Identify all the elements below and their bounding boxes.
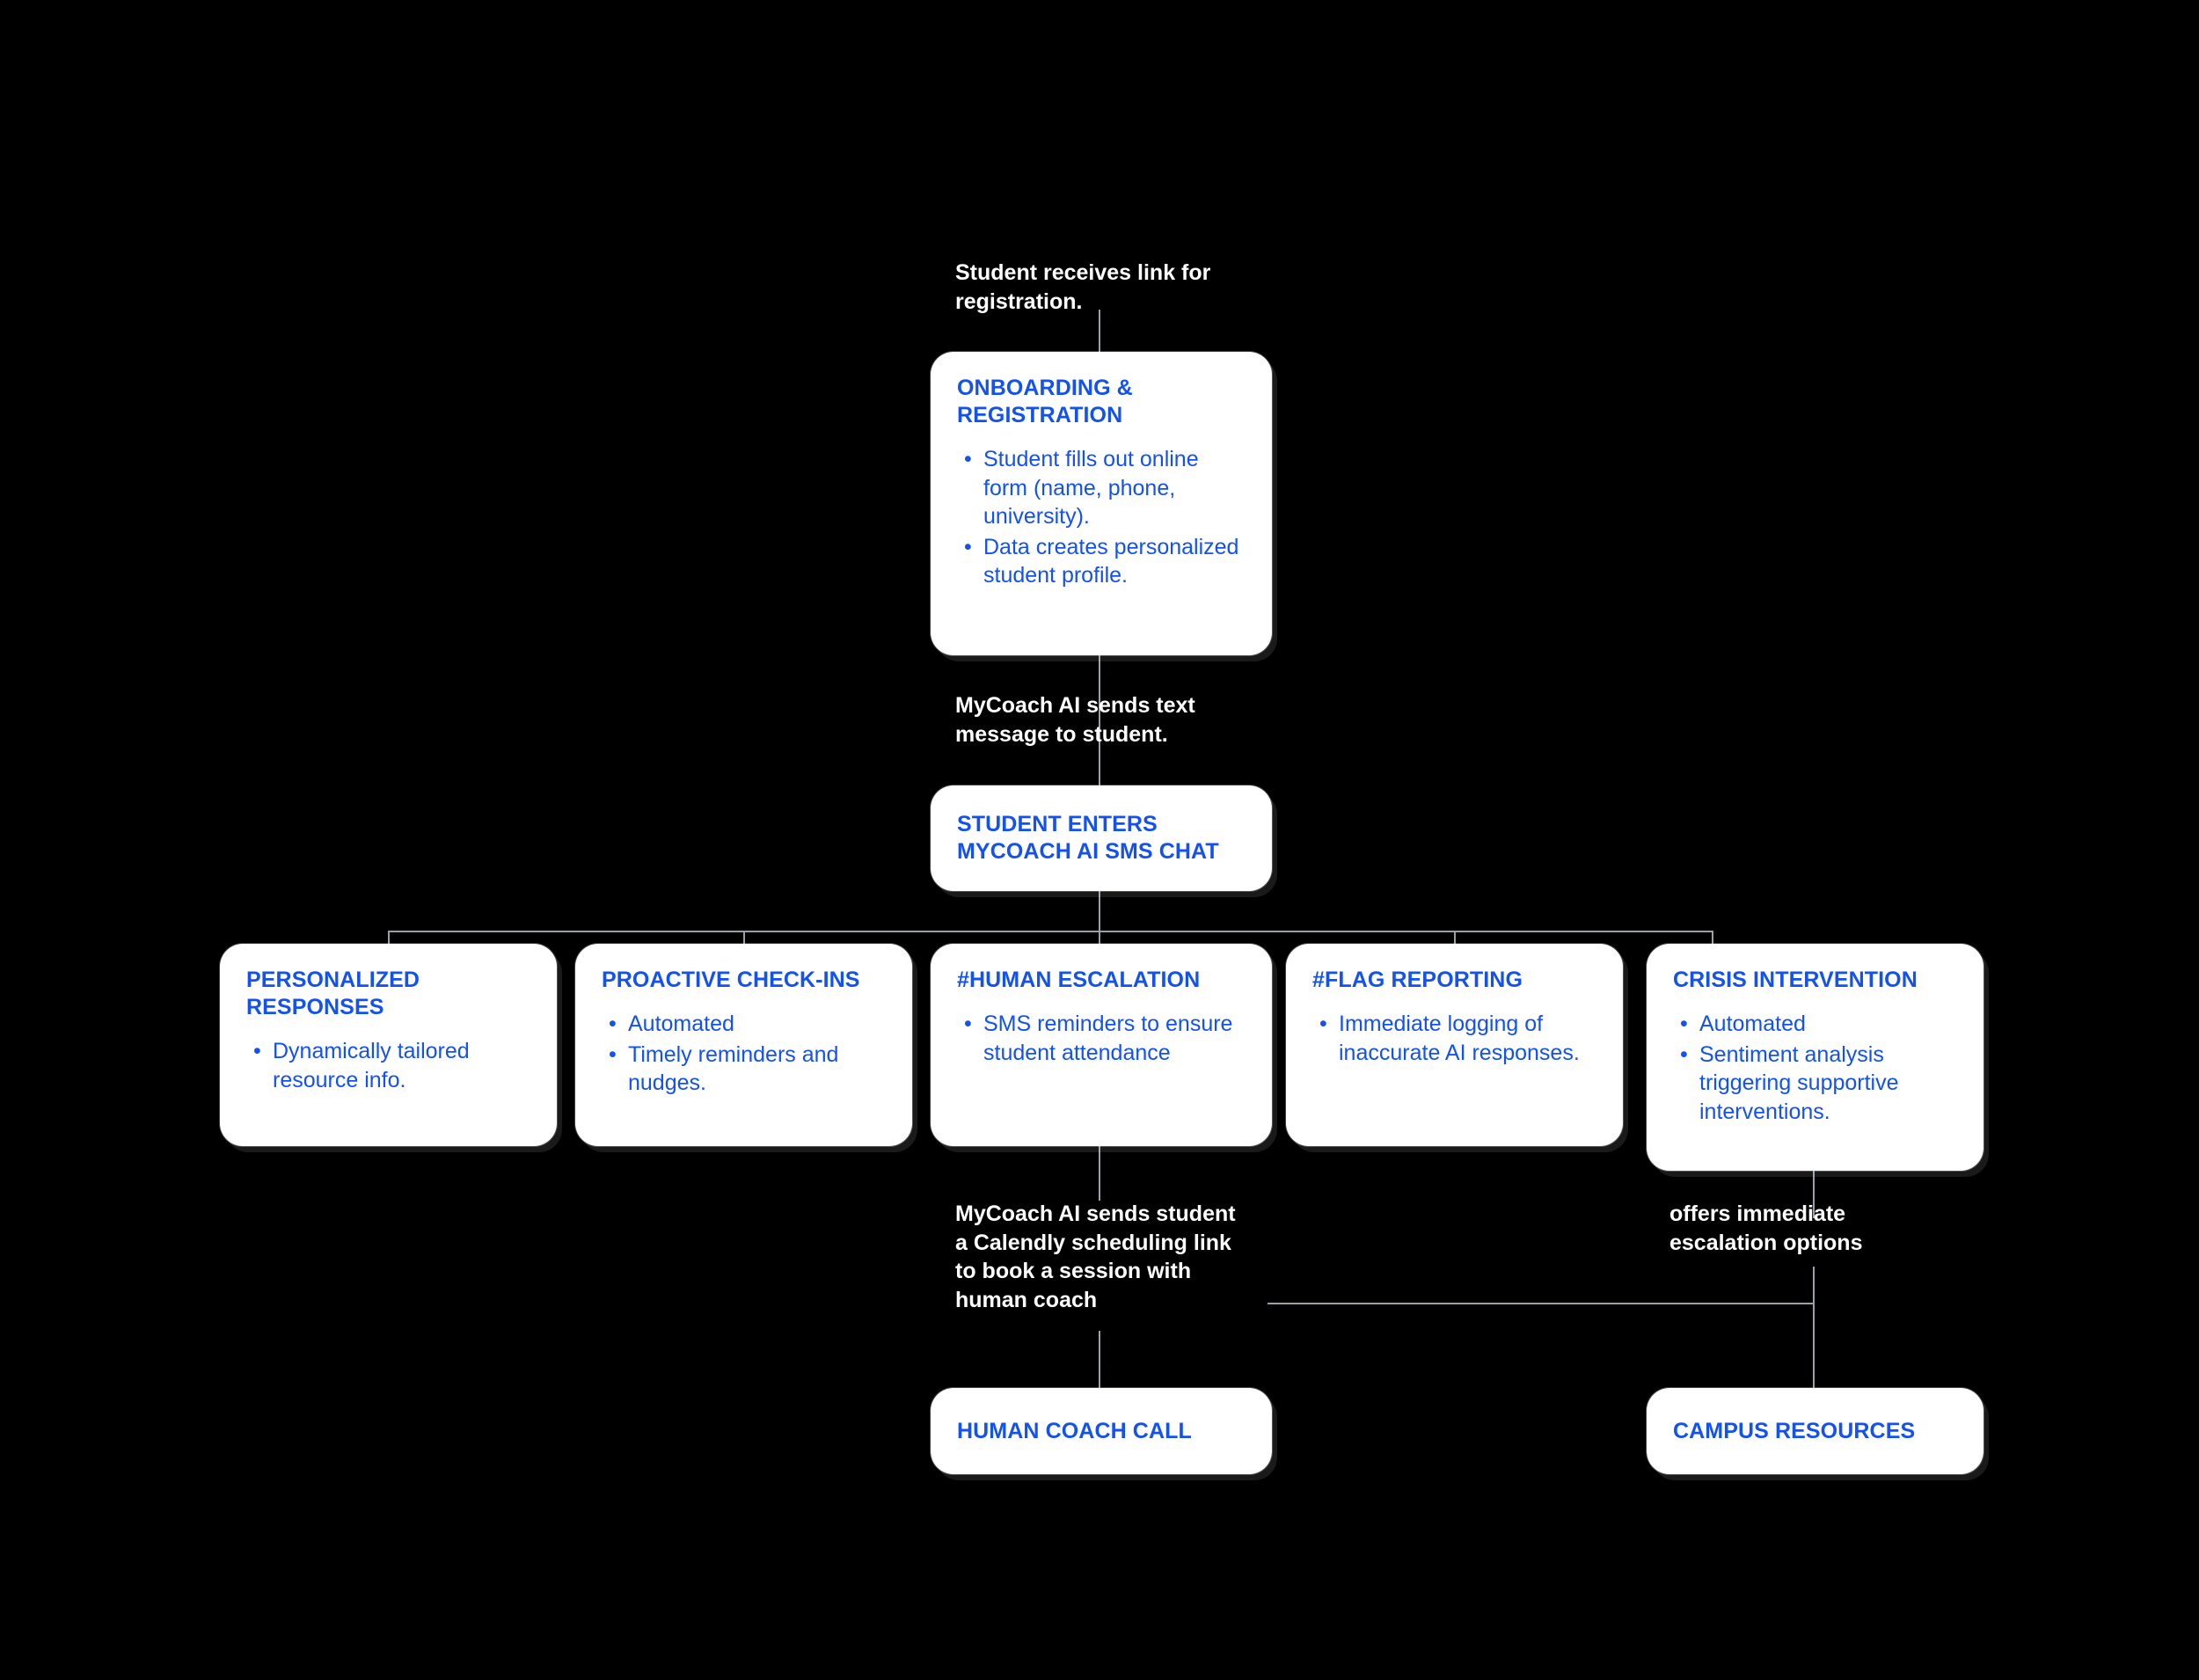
edge-label-calendly: MyCoach AI sends student a Calendly sche… bbox=[955, 1202, 1236, 1312]
list-item: Sentiment analysis triggering supportive… bbox=[1673, 1041, 1957, 1127]
node-proactive-checkins[interactable]: PROACTIVE CHECK-INS Automated Timely rem… bbox=[575, 944, 912, 1146]
node-flag-reporting[interactable]: #FLAG REPORTING Immediate logging of ina… bbox=[1286, 944, 1623, 1146]
connector-smschat-to-bus bbox=[1099, 891, 1100, 931]
node-bullet-list: Immediate logging of inaccurate AI respo… bbox=[1312, 1010, 1596, 1067]
node-bullet-list: SMS reminders to ensure student attendan… bbox=[957, 1010, 1246, 1067]
list-item: Data creates personalized student profil… bbox=[957, 533, 1246, 590]
node-crisis-intervention[interactable]: CRISIS INTERVENTION Automated Sentiment … bbox=[1647, 944, 1983, 1171]
node-title: PERSONALIZED RESPONSES bbox=[246, 968, 420, 1019]
connector-branch-bus bbox=[388, 931, 1713, 932]
list-item: Immediate logging of inaccurate AI respo… bbox=[1312, 1010, 1596, 1067]
node-title: CAMPUS RESOURCES bbox=[1673, 1418, 1916, 1443]
connector-escalationoptions-to-campus bbox=[1813, 1267, 1815, 1390]
node-bullet-list: Automated Timely reminders and nudges. bbox=[602, 1010, 886, 1098]
connector-top-to-onboarding bbox=[1099, 310, 1100, 354]
connector-calendly-to-coachcall bbox=[1099, 1331, 1100, 1388]
list-item: Student fills out online form (name, pho… bbox=[957, 445, 1246, 531]
node-bullet-list: Student fills out online form (name, pho… bbox=[957, 445, 1246, 590]
list-item: Automated bbox=[1673, 1010, 1957, 1039]
edge-label-registration-link: Student receives link for registration. bbox=[955, 260, 1211, 314]
node-title: CRISIS INTERVENTION bbox=[1673, 968, 1918, 992]
node-title: #FLAG REPORTING bbox=[1312, 968, 1523, 992]
list-item: SMS reminders to ensure student attendan… bbox=[957, 1010, 1246, 1067]
node-human-escalation[interactable]: #HUMAN ESCALATION SMS reminders to ensur… bbox=[931, 944, 1272, 1146]
node-title: HUMAN COACH CALL bbox=[957, 1418, 1192, 1443]
node-bullet-list: Dynamically tailored resource info. bbox=[246, 1037, 530, 1094]
node-personalized-responses[interactable]: PERSONALIZED RESPONSES Dynamically tailo… bbox=[220, 944, 557, 1146]
node-title: #HUMAN ESCALATION bbox=[957, 968, 1201, 992]
node-bullet-list: Automated Sentiment analysis triggering … bbox=[1673, 1010, 1957, 1126]
edge-label-escalation-options: offers immediate escalation options bbox=[1669, 1202, 1863, 1255]
connector-onboarding-to-smschat bbox=[1099, 655, 1100, 800]
connector-escalation-to-calendly bbox=[1099, 1146, 1100, 1201]
node-title: STUDENT ENTERS MYCOACH AI SMS CHAT bbox=[957, 812, 1219, 864]
node-campus-resources[interactable]: CAMPUS RESOURCES bbox=[1647, 1388, 1983, 1474]
node-title: ONBOARDING & REGISTRATION bbox=[957, 376, 1133, 427]
node-human-coach-call[interactable]: HUMAN COACH CALL bbox=[931, 1388, 1272, 1474]
node-onboarding-registration[interactable]: ONBOARDING & REGISTRATION Student fills … bbox=[931, 352, 1272, 655]
list-item: Automated bbox=[602, 1010, 886, 1039]
node-student-enters-sms-chat[interactable]: STUDENT ENTERS MYCOACH AI SMS CHAT bbox=[931, 785, 1272, 891]
node-title: PROACTIVE CHECK-INS bbox=[602, 968, 860, 992]
connector-crisis-to-escalation-options bbox=[1813, 1170, 1815, 1218]
connector-cross-to-campus bbox=[1268, 1303, 1815, 1304]
list-item: Dynamically tailored resource info. bbox=[246, 1037, 530, 1094]
list-item: Timely reminders and nudges. bbox=[602, 1041, 886, 1098]
edge-label-sms-text: MyCoach AI sends text message to student… bbox=[955, 693, 1195, 747]
